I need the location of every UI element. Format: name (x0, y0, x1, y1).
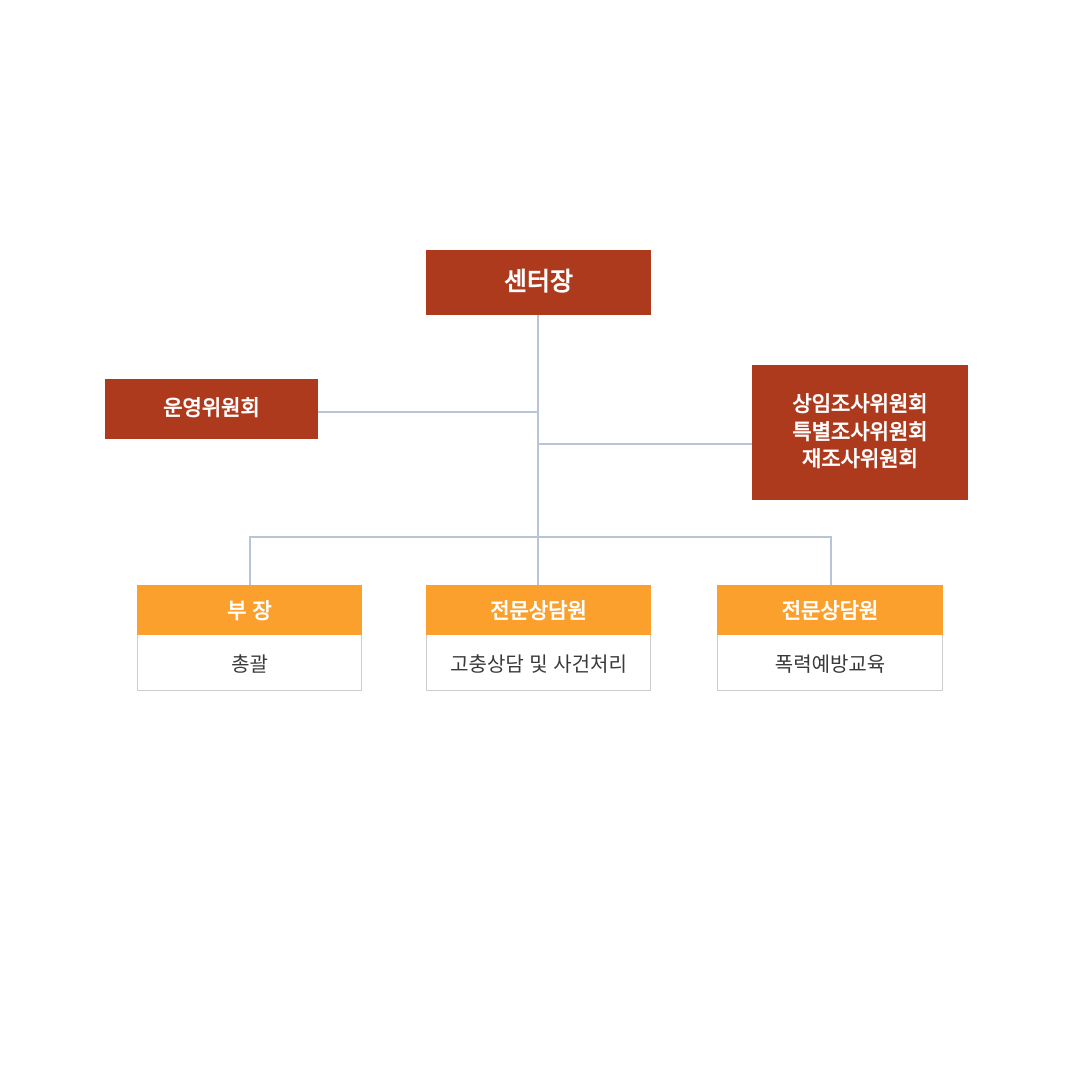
node-investigation-committees-line-2: 특별조사위원회 (792, 420, 928, 444)
node-director-label: 센터장 (503, 268, 573, 296)
node-staff-counselor-grievance-title: 전문상담원 (426, 585, 651, 635)
node-investigation-committees-line-1: 상임조사위원회 (792, 392, 928, 416)
connector-to-operating-committee (318, 411, 539, 413)
node-investigation-committees[interactable]: 상임조사위원회 특별조사위원회 재조사위원회 (752, 365, 968, 500)
connector-distribution-bar (249, 536, 832, 538)
node-staff-manager-duty: 총괄 (137, 635, 362, 691)
node-investigation-committees-line-3: 재조사위원회 (802, 448, 918, 472)
node-operating-committee-label: 운영위원회 (163, 397, 260, 421)
node-staff-counselor-prevention-title: 전문상담원 (717, 585, 943, 635)
node-director[interactable]: 센터장 (426, 250, 651, 315)
connector-drop-left (249, 536, 251, 585)
connector-drop-center (537, 536, 539, 585)
connector-drop-right (830, 536, 832, 585)
node-operating-committee[interactable]: 운영위원회 (105, 379, 318, 439)
connector-trunk-vertical (537, 315, 539, 538)
node-staff-manager[interactable]: 부 장 총괄 (137, 585, 362, 691)
node-staff-manager-title: 부 장 (137, 585, 362, 635)
connector-to-investigation-committees (537, 443, 753, 445)
node-staff-counselor-prevention[interactable]: 전문상담원 폭력예방교육 (717, 585, 943, 691)
node-staff-counselor-grievance-duty: 고충상담 및 사건처리 (426, 635, 651, 691)
node-staff-counselor-grievance[interactable]: 전문상담원 고충상담 및 사건처리 (426, 585, 651, 691)
node-staff-counselor-prevention-duty: 폭력예방교육 (717, 635, 943, 691)
